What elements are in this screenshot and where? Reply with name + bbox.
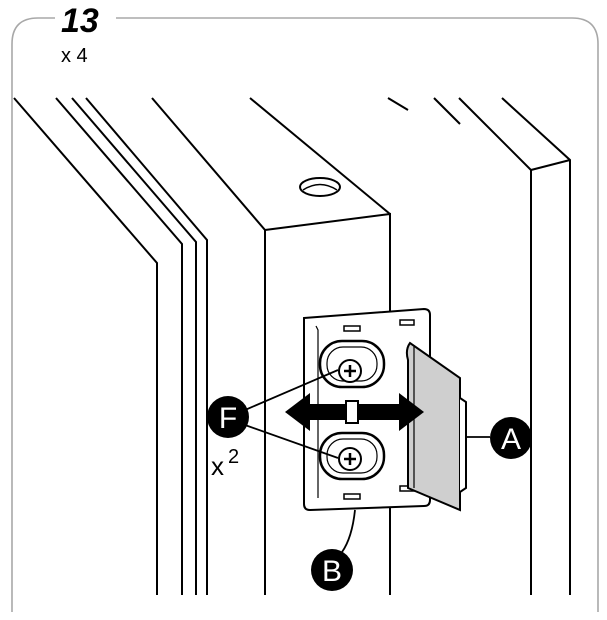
adjust-double-arrow-icon bbox=[285, 393, 424, 431]
step-number: 13 bbox=[61, 2, 99, 40]
step-frame bbox=[11, 17, 599, 612]
callout-badge-f: F bbox=[207, 396, 249, 438]
svg-text:B: B bbox=[322, 555, 342, 588]
top-hole-icon bbox=[299, 177, 341, 197]
fastener-quantity-count: 2 bbox=[228, 446, 240, 468]
cabinet-side-panels bbox=[13, 97, 208, 595]
callout-badge-a: A bbox=[490, 417, 532, 459]
callout-leaders bbox=[244, 369, 490, 553]
svg-text:F: F bbox=[219, 402, 237, 435]
screw-upper-icon bbox=[338, 359, 362, 383]
door-panel bbox=[433, 97, 571, 595]
fastener-quantity-x: x bbox=[211, 451, 224, 481]
screw-lower-icon bbox=[338, 447, 362, 471]
hinge-plate bbox=[405, 341, 467, 512]
svg-text:A: A bbox=[501, 423, 521, 456]
step-quantity: x 4 bbox=[61, 45, 88, 67]
callout-badge-b: B bbox=[311, 549, 353, 591]
